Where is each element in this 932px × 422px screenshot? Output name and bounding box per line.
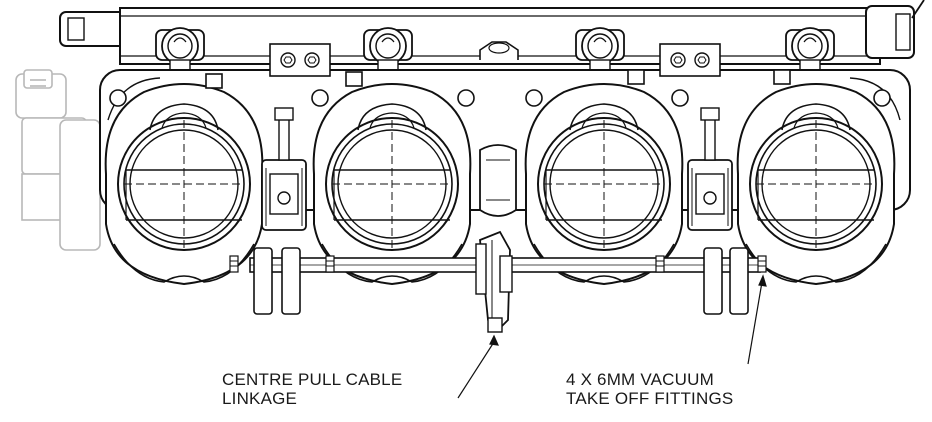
centre-pull-linkage: [475, 230, 513, 333]
callout-vacuum-fittings-line1: 4 X 6MM VACUUM: [566, 370, 714, 389]
centre-coupling: [479, 144, 517, 217]
leader-lines: [457, 274, 767, 399]
callout-cable-linkage-line2: LINKAGE: [222, 389, 298, 408]
throttle-shaft: [249, 247, 761, 315]
callout-cable-linkage-line1: CENTRE PULL CABLE: [222, 370, 403, 389]
callout-vacuum-fittings-line2: TAKE OFF FITTINGS: [566, 389, 734, 408]
callout-cable-linkage: CENTRE PULL CABLE LINKAGE: [222, 370, 402, 408]
callout-vacuum-fittings: 4 X 6MM VACUUM TAKE OFF FITTINGS: [566, 370, 733, 408]
mounting-bosses: [109, 69, 891, 107]
throttle-position-sensor: [15, 69, 101, 251]
